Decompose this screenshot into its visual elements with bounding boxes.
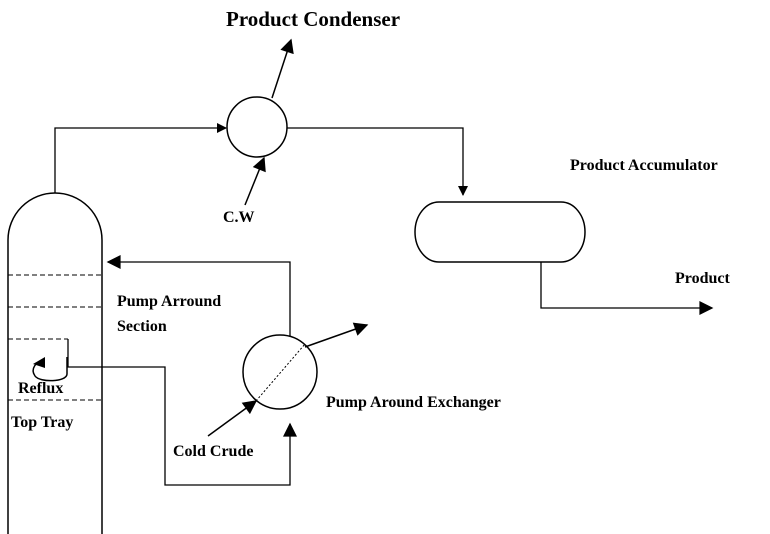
condensate-line [287,127,468,196]
reflux-loop-symbol [32,357,68,382]
pump-around-exchanger [242,334,318,410]
product-condenser-label: Product Condenser [226,7,401,31]
product-line [540,262,714,315]
cooling-water-arrow [244,156,266,206]
top-tray-label: Top Tray [11,414,74,431]
pump-around-return-line [106,255,291,348]
pump-around-draw-line [67,339,297,486]
reflux-arrowhead [33,357,45,368]
condenser-vent-arrow [271,38,294,99]
exchanger-divider [255,343,306,402]
reflux-label: Reflux [18,380,64,397]
distillation-column [7,192,103,534]
overhead-vapor-line [54,123,227,193]
product-accumulator [414,201,586,263]
product-condenser [226,96,288,158]
exchanger-outlet-arrow [304,322,369,348]
pump-around-exchanger-label: Pump Around Exchanger [326,394,501,411]
pump-around-section-label-line1: Pump Arround [117,293,222,310]
column-trays [8,274,102,401]
cold-crude-label: Cold Crude [173,443,254,460]
product-label: Product [675,270,730,287]
product-accumulator-label: Product Accumulator [570,157,718,174]
cold-crude-arrow [207,400,258,437]
pump-around-section-label-line2: Section [117,318,167,335]
cooling-water-label: C.W [223,209,255,226]
